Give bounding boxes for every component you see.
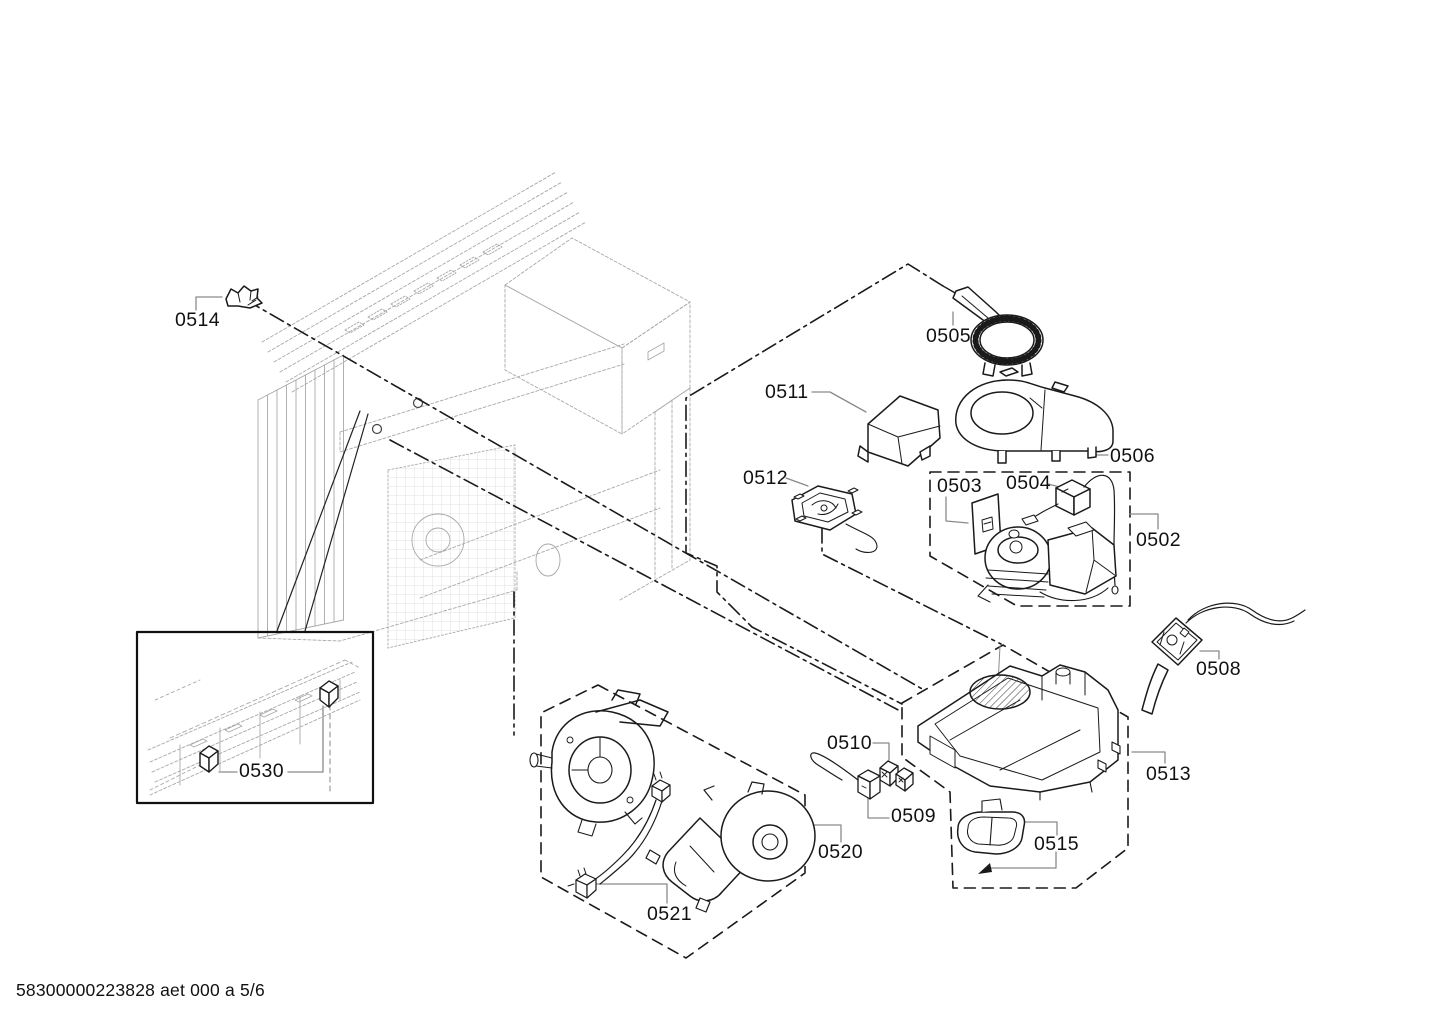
leader-0515-bottom [985, 851, 1057, 869]
projection-lines [245, 263, 1002, 736]
group-outline-0513 [901, 644, 1129, 889]
part-0520-motor [645, 781, 816, 913]
group-outline-0502 [929, 471, 1131, 607]
part-label-0511: 0511 [765, 381, 809, 403]
part-label-0504: 0504 [1006, 472, 1051, 494]
part-0508-sensor [1141, 602, 1306, 715]
group-outlines [540, 471, 1131, 959]
part-0504-connector [1021, 474, 1119, 595]
part-0530-clip-a [199, 745, 219, 773]
inset-pointer-lines [276, 410, 369, 632]
part-0515-bracket [956, 798, 1026, 855]
part-label-0509: 0509 [891, 805, 936, 827]
part-0530-clip-b [319, 680, 339, 708]
part-label-0514: 0514 [175, 309, 220, 331]
part-0512-frame [791, 485, 878, 553]
part-label-0515: 0515 [1034, 833, 1079, 855]
leader-0514 [195, 296, 223, 311]
part-label-0521: 0521 [647, 903, 692, 925]
part-0513-tray [917, 664, 1121, 801]
inset-detail-box [135, 630, 375, 805]
leader-0515-top [1023, 821, 1058, 836]
part-label-0513: 0513 [1146, 763, 1191, 785]
leader-0521 [591, 883, 668, 904]
part-label-0510: 0510 [827, 732, 872, 754]
leader-0503 [945, 496, 969, 524]
leader-0510 [872, 742, 890, 761]
part-label-0503: 0503 [937, 475, 982, 497]
leader-0512 [785, 477, 809, 487]
part-0509-sensor [810, 752, 881, 800]
leader-0511 [811, 391, 867, 413]
leader-0520 [805, 824, 842, 843]
part-0514-clip [225, 285, 263, 309]
part-label-0530: 0530 [239, 760, 284, 782]
part-0510-clip [879, 760, 914, 792]
part-0505-clamp [952, 286, 1044, 377]
leader-0502 [1129, 513, 1159, 530]
part-label-0512: 0512 [743, 467, 788, 489]
leader-0513 [1131, 751, 1166, 764]
part-0511-duct [857, 395, 941, 467]
machine-drawing [257, 171, 691, 649]
arrowhead-0515 [978, 863, 992, 874]
part-label-0505: 0505 [926, 325, 971, 347]
leader-0508 [1199, 650, 1220, 660]
part-0502-pump [977, 521, 1117, 603]
part-0506-housing [955, 367, 1114, 464]
part-0521-blower [529, 689, 671, 899]
group-outline-0520 [540, 684, 806, 959]
part-label-0508: 0508 [1196, 658, 1241, 680]
part-label-0502: 0502 [1136, 529, 1181, 551]
part-label-0506: 0506 [1110, 445, 1155, 467]
leader-lines [195, 285, 1220, 904]
leader-0530-right [287, 705, 324, 773]
part-label-0520: 0520 [818, 841, 863, 863]
document-number: 58300000223828 aet 000 a 5/6 [16, 980, 265, 1000]
leader-0509 [867, 791, 890, 819]
